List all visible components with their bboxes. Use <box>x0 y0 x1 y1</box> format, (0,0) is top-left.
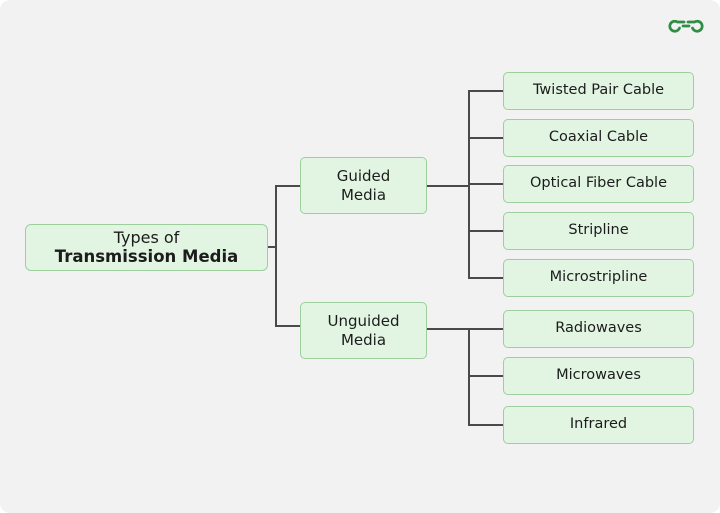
node-infrared: Infrared <box>503 406 694 444</box>
geeksforgeeks-logo-icon[interactable] <box>668 12 704 36</box>
node-root-line1: Types of <box>113 227 180 247</box>
node-unguided-media-line2: Media <box>340 330 387 349</box>
node-guided-media-line1: Guided <box>336 167 391 186</box>
node-guided-media: Guided Media <box>300 157 427 214</box>
node-root-line2: Transmission Media <box>54 247 239 267</box>
node-radiowaves: Radiowaves <box>503 310 694 348</box>
node-microwaves: Microwaves <box>503 357 694 395</box>
node-root: Types of Transmission Media <box>25 224 268 271</box>
node-stripline: Stripline <box>503 212 694 250</box>
node-unguided-media: Unguided Media <box>300 302 427 359</box>
node-guided-media-line2: Media <box>340 185 387 204</box>
node-coaxial-cable: Coaxial Cable <box>503 119 694 157</box>
node-optical-fiber-cable: Optical Fiber Cable <box>503 165 694 203</box>
node-twisted-pair-cable: Twisted Pair Cable <box>503 72 694 110</box>
node-unguided-media-line1: Unguided <box>327 312 400 331</box>
node-microstripline: Microstripline <box>503 259 694 297</box>
